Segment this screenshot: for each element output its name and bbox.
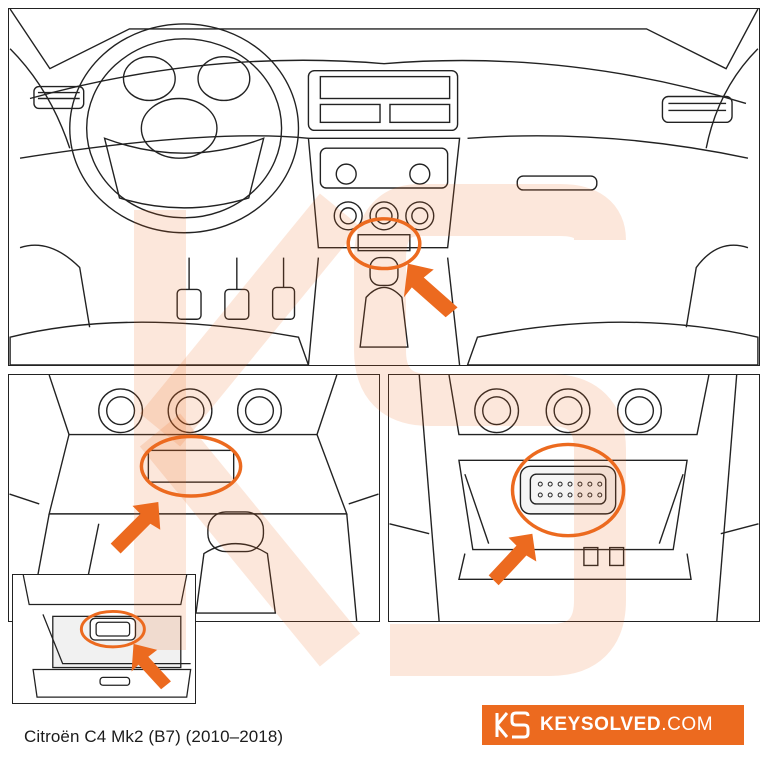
brand-name: KEYSOLVED	[540, 714, 662, 735]
ks-logo-icon	[495, 711, 530, 739]
obd-highlight-circle	[510, 442, 626, 538]
dashboard-drawing	[9, 9, 759, 365]
arrow-icon	[403, 263, 458, 318]
brand-badge: KEYSOLVED.COM	[482, 705, 744, 745]
dashboard-overview-panel	[8, 8, 760, 366]
obd-highlight-circle	[346, 217, 422, 271]
obd-port-closeup-panel	[388, 374, 760, 622]
brand-tld: .COM	[661, 714, 714, 735]
compartment-inset-drawing	[22, 575, 192, 698]
arrow-icon	[131, 643, 171, 690]
arrow-icon	[110, 501, 161, 554]
open-compartment-inset	[12, 574, 196, 704]
arrow-icon	[488, 533, 537, 586]
obd-port-closeup-drawing	[389, 375, 759, 621]
obd-highlight-circle	[139, 434, 243, 498]
obd-highlight-circle	[79, 609, 146, 649]
vehicle-model-caption: Citroën C4 Mk2 (B7) (2010–2018)	[24, 727, 284, 746]
